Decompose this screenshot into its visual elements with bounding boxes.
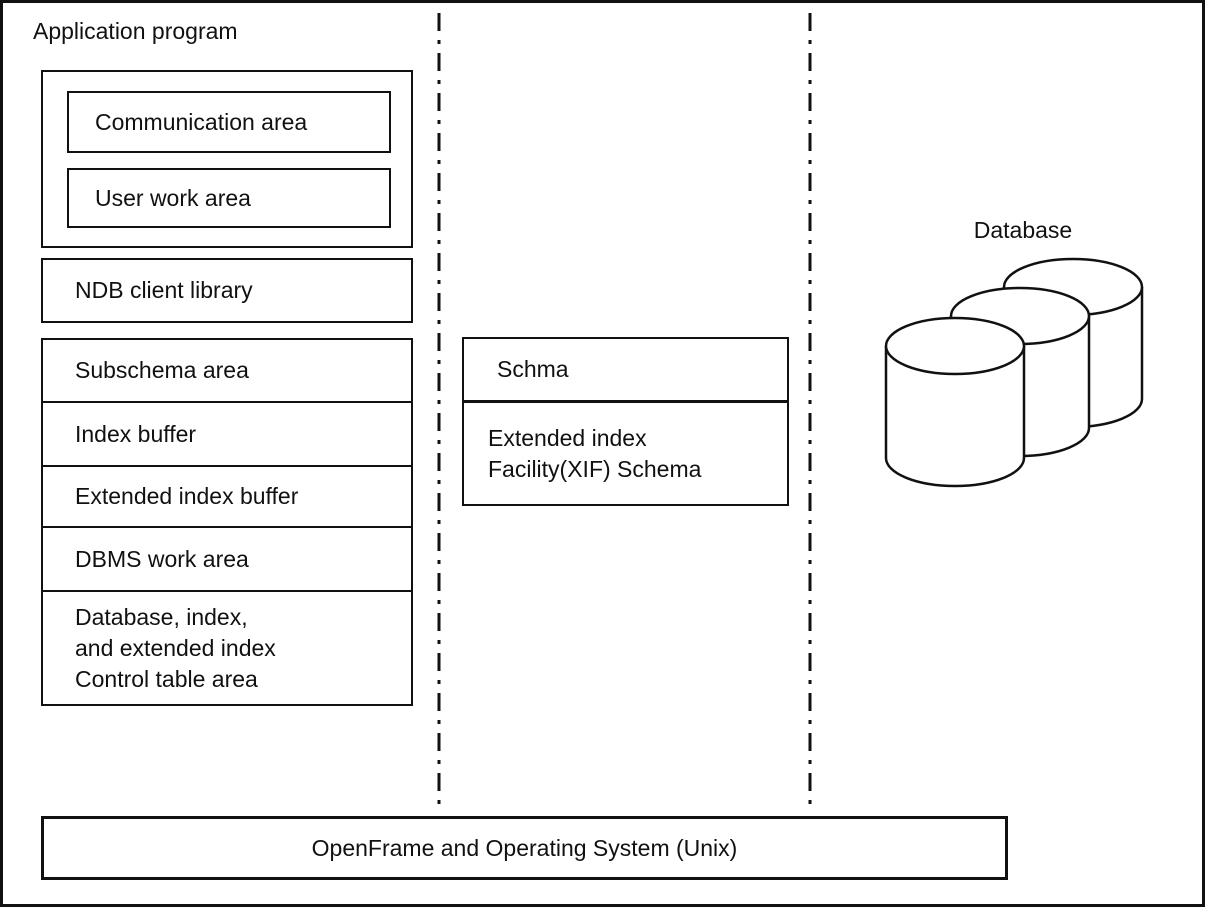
application-program-title: Application program	[33, 18, 238, 44]
subschema-area-row: Subschema area	[75, 357, 249, 383]
communication-area-label: Communication area	[95, 108, 308, 135]
dbms-work-area-row: DBMS work area	[43, 526, 411, 590]
extended-index-buffer-row: Extended index buffer	[43, 465, 411, 526]
schema-header: Schma	[464, 339, 787, 403]
user-work-area-label: User work area	[95, 184, 251, 211]
schema-box: Schma Extended index Facility(XIF) Schem…	[462, 337, 789, 506]
control-table-area-row: Database, index, and extended index Cont…	[43, 590, 411, 704]
memory-areas-stack: Subschema area Index buffer Extended ind…	[41, 338, 413, 706]
ndb-client-library-label: NDB client library	[75, 277, 253, 303]
schema-header-label: Schma	[497, 356, 569, 382]
database-cylinders-icon	[884, 257, 1144, 488]
index-buffer-row: Index buffer	[43, 401, 411, 465]
os-bar-label: OpenFrame and Operating System (Unix)	[311, 834, 738, 861]
communication-area-box: Communication area	[67, 91, 391, 153]
user-work-area-box: User work area	[67, 168, 391, 228]
database-label: Database	[973, 217, 1073, 243]
application-program-box: Communication area User work area	[41, 70, 413, 248]
diagram-vector-layer	[437, 13, 1144, 805]
ndb-client-library-box: NDB client library	[41, 258, 413, 323]
os-bar: OpenFrame and Operating System (Unix)	[41, 816, 1008, 880]
xif-schema-label: Extended index Facility(XIF) Schema	[488, 424, 702, 482]
